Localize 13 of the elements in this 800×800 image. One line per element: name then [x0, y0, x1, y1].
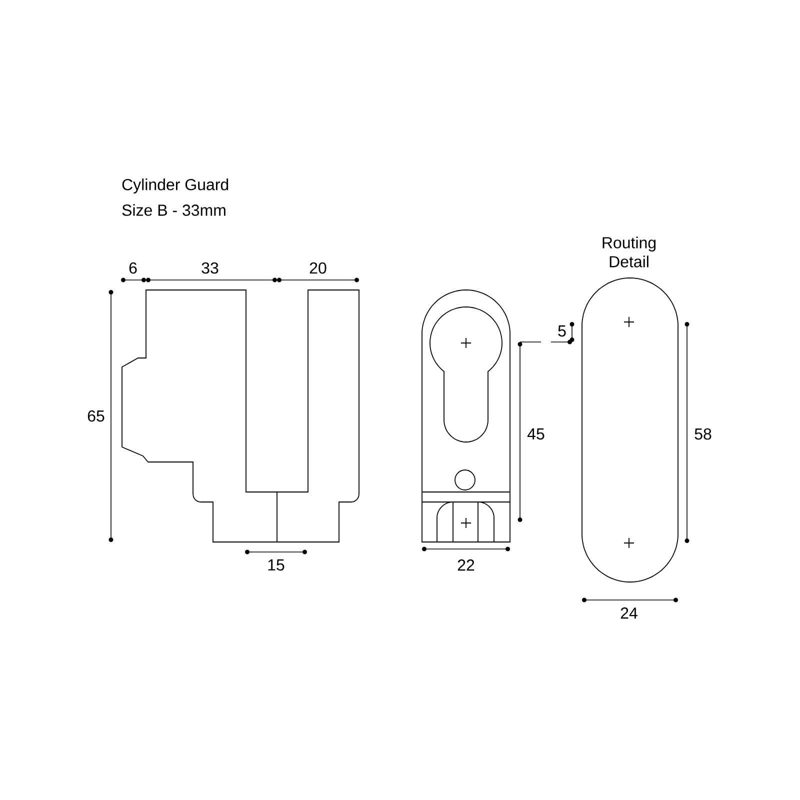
view-heading: Routing Detail	[602, 236, 656, 268]
dimension-label: 58	[694, 428, 712, 440]
title: Cylinder Guard	[122, 178, 228, 194]
dimension-label: 5	[558, 325, 566, 337]
dimension-label: 45	[527, 428, 544, 440]
dimension-label: 22	[458, 559, 474, 571]
dimension-label: 33	[202, 262, 218, 274]
dimension-label: 15	[268, 559, 284, 571]
dimension-label: 6	[129, 262, 137, 274]
dimension-label: 20	[310, 262, 326, 274]
subtitle: Size B - 33mm	[122, 204, 226, 216]
dimension-label: 65	[88, 410, 104, 422]
dimension-label: 24	[620, 607, 638, 619]
